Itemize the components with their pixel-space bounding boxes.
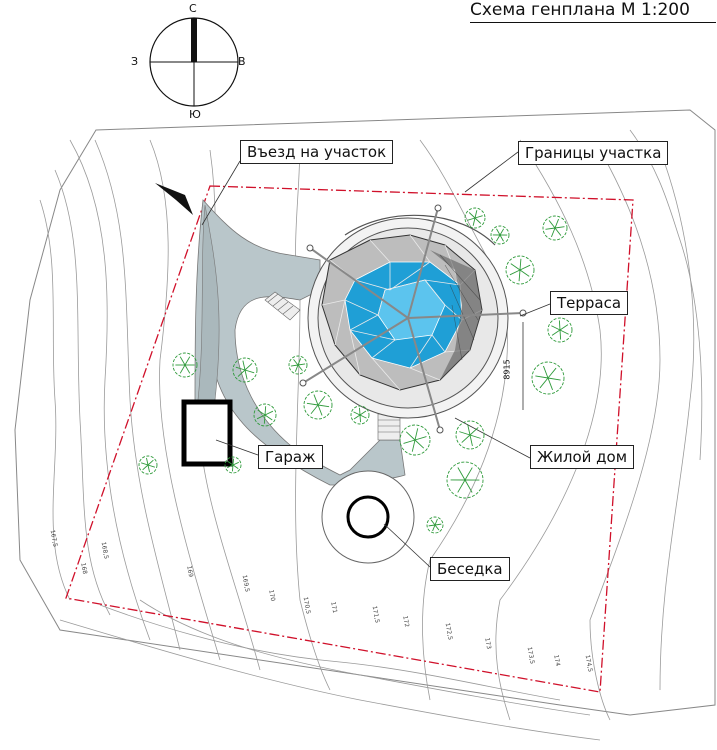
tree-icon	[464, 207, 486, 229]
tree-icon	[232, 357, 258, 383]
gazebo-label: Беседка	[430, 557, 510, 581]
compass-east-label: В	[238, 55, 246, 68]
tree-icon	[490, 225, 510, 245]
compass-west-label: З	[131, 55, 139, 68]
terrace-arc	[344, 214, 496, 246]
tree-icon	[446, 461, 484, 499]
callout-leaders	[201, 151, 551, 568]
compass-north-label: С	[189, 2, 197, 15]
site-outline	[14, 109, 716, 716]
tree-icon	[288, 355, 308, 375]
entrance-arrow	[155, 183, 193, 215]
tree-icon	[172, 352, 198, 378]
tree-icon	[542, 215, 568, 241]
compass-south-label: Ю	[189, 108, 201, 121]
tree-icon	[426, 516, 444, 534]
boundary-label: Границы участка	[518, 141, 669, 165]
plan-title: Схема генплана М 1:200	[470, 0, 690, 20]
vegetation	[138, 207, 573, 534]
house-label: Жилой дом	[530, 445, 635, 469]
house-dome	[299, 204, 527, 434]
garage-building	[181, 399, 233, 467]
tree-icon	[350, 405, 370, 425]
tree-icon	[399, 424, 431, 456]
tree-icon	[224, 456, 242, 474]
title-underline	[470, 22, 716, 23]
plot-boundary	[65, 185, 634, 693]
terrace-label: Терраса	[550, 291, 629, 315]
tree-icon	[303, 390, 333, 420]
dimension-label: 8915	[502, 359, 512, 380]
garage-label: Гараж	[258, 445, 323, 469]
entrance-label: Въезд на участок	[240, 140, 394, 164]
gazebo-building	[346, 495, 390, 539]
compass-north-arrow	[191, 18, 197, 62]
stairs-west	[264, 291, 301, 321]
tree-icon	[455, 420, 485, 450]
tree-icon	[138, 455, 158, 475]
compass	[149, 17, 239, 107]
tree-icon	[547, 317, 573, 343]
tree-icon	[531, 361, 565, 395]
tree-icon	[253, 403, 277, 427]
tree-icon	[505, 255, 535, 285]
